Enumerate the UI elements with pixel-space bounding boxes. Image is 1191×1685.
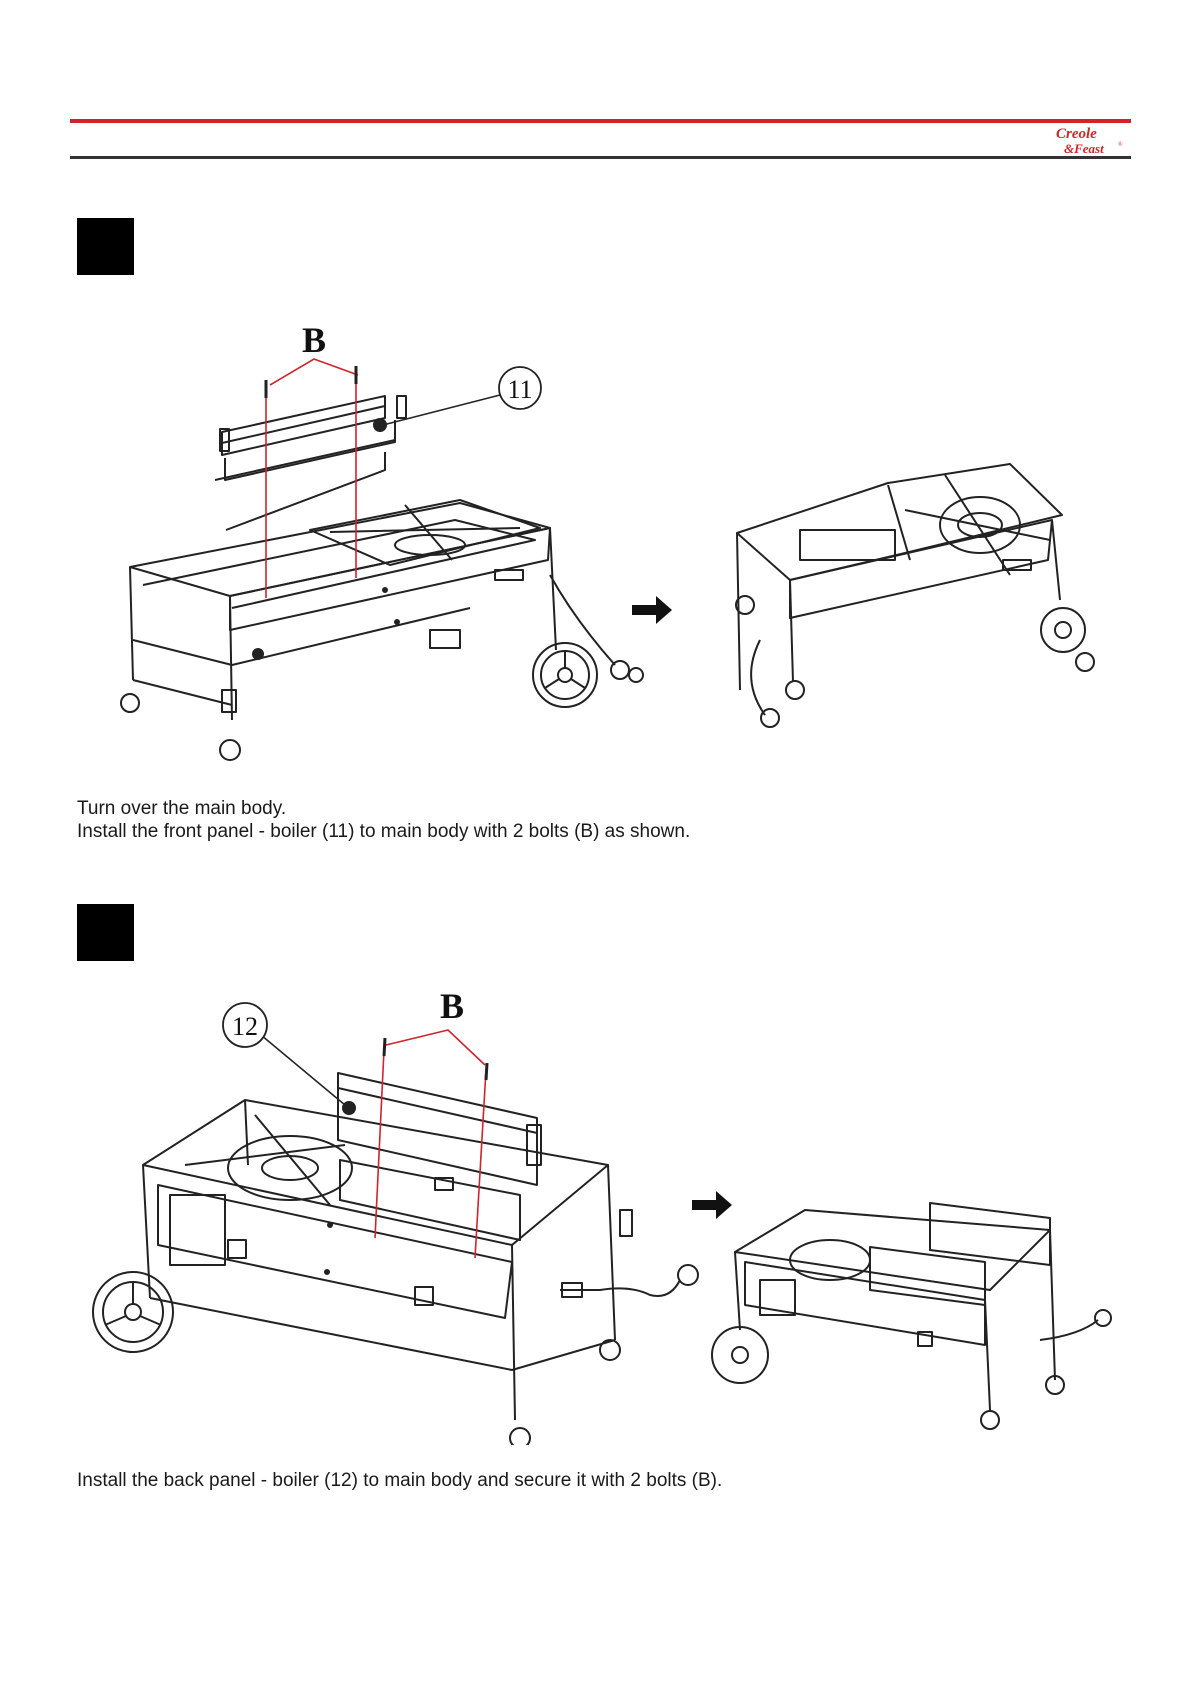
svg-text:Creole: Creole	[1056, 126, 1097, 142]
brand-logo: Creole &Feast ®	[1052, 124, 1132, 156]
step-1-illustration: B 11	[0, 300, 1191, 770]
step-1-instructions: Turn over the main body. Install the fro…	[77, 797, 690, 843]
step-2-instruction-line: Install the back panel - boiler (12) to …	[77, 1469, 722, 1492]
step-2-instructions: Install the back panel - boiler (12) to …	[77, 1469, 722, 1492]
step-1-instruction-line: Turn over the main body.	[77, 797, 690, 820]
step-2-illustration: B 12	[0, 985, 1191, 1445]
svg-text:®: ®	[1118, 141, 1123, 148]
step-1-instruction-line: Install the front panel - boiler (11) to…	[77, 820, 690, 843]
step-2-part-number: 12	[232, 1012, 258, 1041]
header-dark-rule	[70, 156, 1131, 159]
step-1-part-number: 11	[507, 375, 532, 404]
header-red-rule	[70, 119, 1131, 123]
step-2-bolt-label: B	[440, 986, 464, 1026]
step-1-bolt-label: B	[302, 320, 326, 360]
step-2-marker	[77, 904, 134, 961]
svg-text:&Feast: &Feast	[1064, 141, 1104, 156]
step-1-marker	[77, 218, 134, 275]
